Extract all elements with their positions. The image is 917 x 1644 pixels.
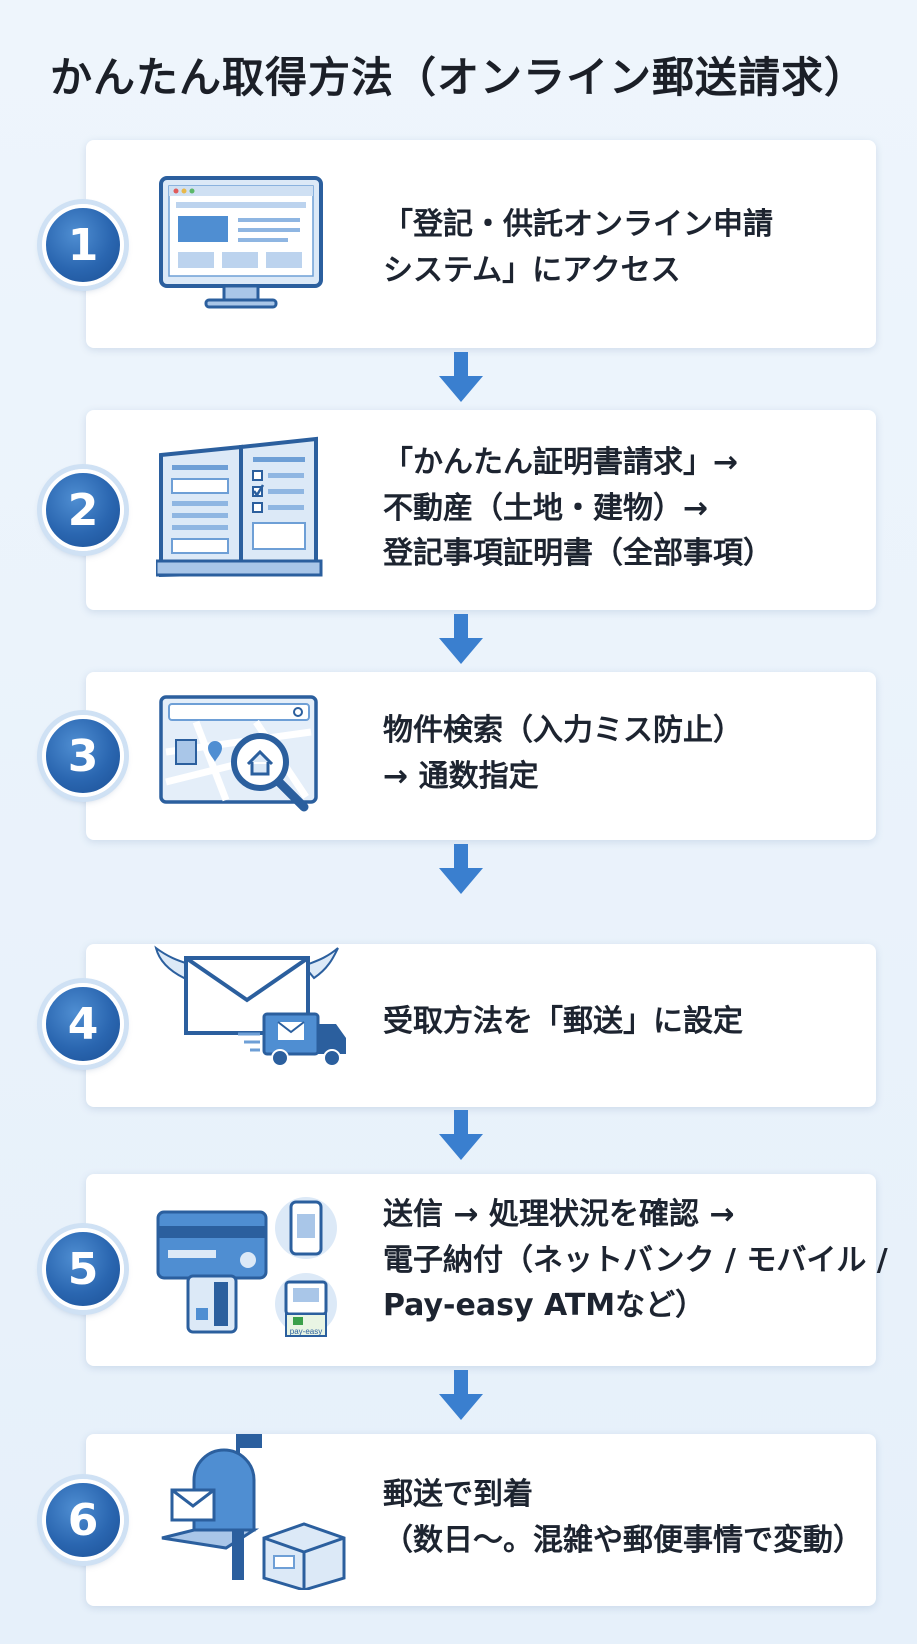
step-4-line-1: 受取方法を「郵送」に設定 bbox=[383, 1004, 743, 1039]
step-text-2: 「かんたん証明書請求」→ 不動産（土地・建物）→ 登記事項証明書（全部事項） bbox=[383, 440, 856, 577]
down-arrow-icon bbox=[439, 1110, 483, 1160]
step-3-line-2: → 通数指定 bbox=[383, 758, 539, 794]
mailbox-package-icon bbox=[158, 1430, 348, 1592]
step-number-6: 6 bbox=[42, 1479, 124, 1561]
computer-monitor-icon bbox=[156, 170, 341, 320]
step-number-3: 3 bbox=[42, 715, 124, 797]
down-arrow-icon bbox=[439, 614, 483, 664]
open-book-form-icon bbox=[154, 435, 341, 585]
step-card-5: pay-easy 送信 → 処理状況を確認 → 電子納付（ネットバンク / モバ… bbox=[86, 1174, 888, 1366]
down-arrow-icon bbox=[439, 1370, 483, 1420]
step-text-5: 送信 → 処理状況を確認 → 電子納付（ネットバンク / モバイル / Pay-… bbox=[383, 1192, 888, 1329]
step-6-line-1: 郵送で到着 bbox=[383, 1477, 533, 1512]
payment-card-atm-icon: pay-easy bbox=[156, 1196, 356, 1356]
step-text-6: 郵送で到着 （数日〜。混雑や郵便事情で変動） bbox=[383, 1472, 863, 1563]
step-2-line-1: 「かんたん証明書請求」→ bbox=[383, 445, 739, 480]
step-text-4: 受取方法を「郵送」に設定 bbox=[383, 999, 856, 1045]
step-number-4: 4 bbox=[42, 983, 124, 1065]
step-number-2: 2 bbox=[42, 469, 124, 551]
page-title: かんたん取得方法（オンライン郵送請求） bbox=[49, 53, 867, 102]
step-5-line-1: 送信 → 処理状況を確認 → bbox=[383, 1197, 735, 1232]
step-2-line-3: 登記事項証明書（全部事項） bbox=[383, 536, 773, 572]
step-number-5: 5 bbox=[42, 1228, 124, 1310]
step-5-line-3: Pay-easy ATMなど） bbox=[383, 1288, 706, 1324]
map-search-icon bbox=[156, 692, 341, 822]
pay-easy-label: pay-easy bbox=[290, 1327, 322, 1336]
step-6-line-2: （数日〜。混雑や郵便事情で変動） bbox=[383, 1522, 863, 1558]
step-3-line-1: 物件検索（入力ミス防止） bbox=[383, 713, 743, 748]
step-text-1: 「登記・供託オンライン申請 システム」にアクセス bbox=[383, 202, 856, 293]
step-card-1: 「登記・供託オンライン申請 システム」にアクセス bbox=[86, 140, 876, 348]
step-card-2: 「かんたん証明書請求」→ 不動産（土地・建物）→ 登記事項証明書（全部事項） bbox=[86, 410, 876, 610]
step-2-line-2: 不動産（土地・建物）→ bbox=[383, 490, 709, 526]
step-card-4: 受取方法を「郵送」に設定 bbox=[86, 944, 876, 1107]
step-text-3: 物件検索（入力ミス防止） → 通数指定 bbox=[383, 708, 856, 799]
step-5-line-2: 電子納付（ネットバンク / モバイル / bbox=[383, 1242, 888, 1278]
step-card-6: 郵送で到着 （数日〜。混雑や郵便事情で変動） bbox=[86, 1434, 876, 1606]
step-card-3: 物件検索（入力ミス防止） → 通数指定 bbox=[86, 672, 876, 840]
down-arrow-icon bbox=[439, 844, 483, 894]
step-1-line-2: システム」にアクセス bbox=[383, 252, 681, 288]
step-1-line-1: 「登記・供託オンライン申請 bbox=[383, 207, 773, 242]
step-number-1: 1 bbox=[42, 204, 124, 286]
down-arrow-icon bbox=[439, 352, 483, 402]
winged-envelope-truck-icon bbox=[154, 938, 349, 1068]
